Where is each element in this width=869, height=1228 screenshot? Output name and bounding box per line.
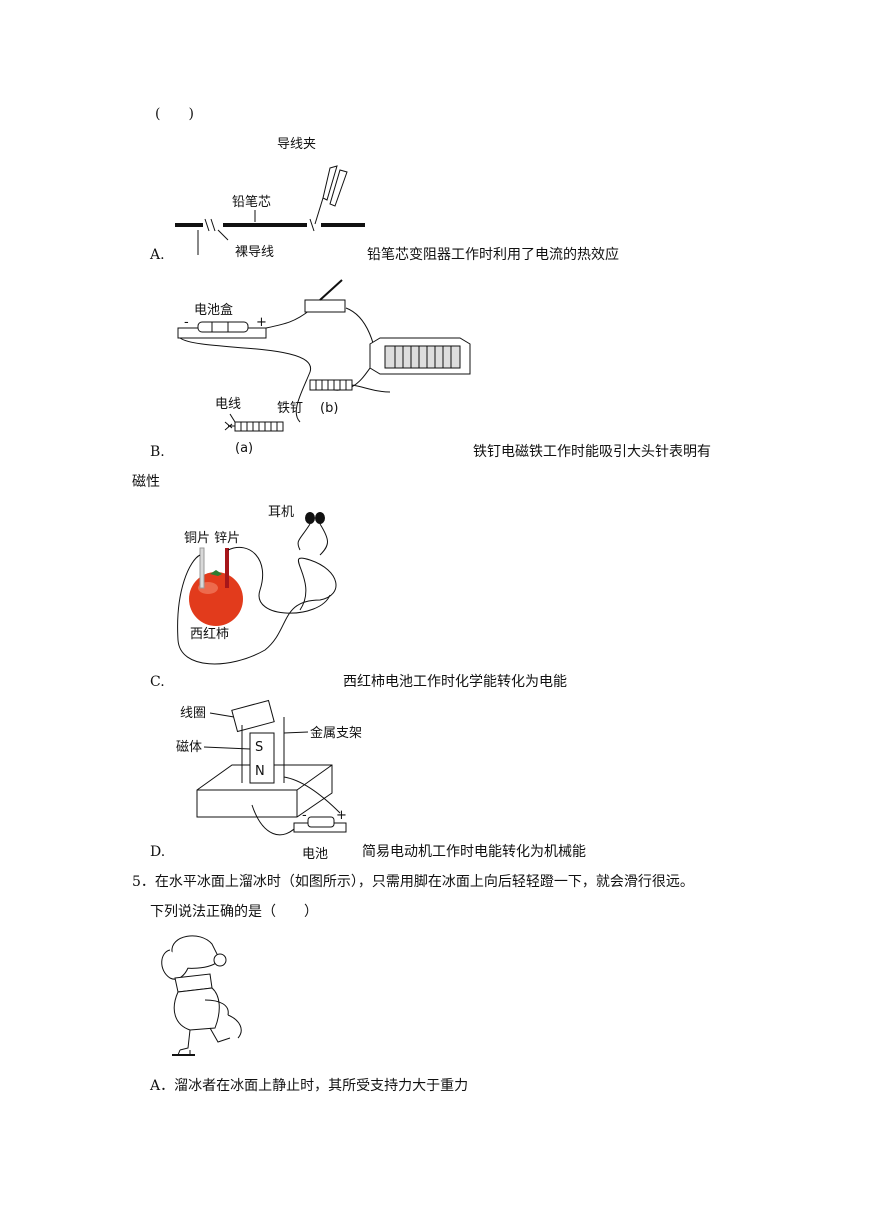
- nail-label: 铁钉: [277, 401, 303, 416]
- q5-stem-line1: 5．在水平冰面上溜冰时（如图所示），只需用脚在冰面上向后轻轻蹬一下，就会滑行很远…: [132, 874, 694, 890]
- option-a-text: 铅笔芯变阻器工作时利用了电流的热效应: [367, 247, 619, 263]
- earphone-label: 耳机: [268, 505, 294, 520]
- electrodes-label: 铜片 锌片: [184, 531, 240, 546]
- ice-skater-figure: [161, 935, 242, 1056]
- a-label: (a): [235, 441, 253, 456]
- n-pole: N: [255, 764, 265, 779]
- option-b-text-cont: 磁性: [132, 474, 160, 490]
- plus-sign: +: [336, 808, 347, 823]
- wire-label: 电线: [215, 397, 241, 412]
- plus-sign: +: [256, 315, 267, 330]
- option-c-text: 西红柿电池工作时化学能转化为电能: [343, 674, 567, 690]
- b-label: (b): [320, 401, 338, 416]
- q5-stem-line2: 下列说法正确的是（ ）: [150, 904, 318, 920]
- question-paren: ( ): [155, 106, 194, 122]
- clip-label: 导线夹: [277, 137, 316, 152]
- option-d-text: 简易电动机工作时电能转化为机械能: [362, 844, 586, 860]
- coil-label: 线圈: [180, 706, 206, 721]
- electromagnet-figure: 电池盒 - + 铁钉 (b) 电线 (a): [177, 279, 471, 456]
- stand-label: 金属支架: [310, 725, 362, 741]
- s-pole: S: [255, 740, 263, 755]
- tomato-label: 西红柿: [190, 626, 229, 642]
- simple-motor-figure: 线圈 金属支架 磁体 S N - + 电池: [176, 699, 362, 862]
- option-b-text: 铁钉电磁铁工作时能吸引大头针表明有: [473, 444, 711, 460]
- battery-label: 电池: [302, 847, 328, 862]
- minus-sign: -: [184, 315, 189, 330]
- option-d-letter: D.: [150, 844, 166, 860]
- magnet-label: 磁体: [176, 740, 202, 755]
- option-a-letter: A.: [150, 247, 165, 263]
- pencil-lead-rheostat-figure: 导线夹 铅笔芯 裸导线: [175, 137, 365, 260]
- q5-option-a: A．溜冰者在冰面上静止时，其所受支持力大于重力: [150, 1078, 469, 1094]
- lead-label: 铅笔芯: [232, 194, 271, 210]
- tomato-battery-figure: 耳机 铜片 锌片 西红柿: [177, 505, 337, 665]
- minus-sign: -: [302, 808, 307, 823]
- option-c-letter: C.: [150, 674, 165, 690]
- battery-box-label: 电池盒: [194, 302, 233, 318]
- bare-wire-label: 裸导线: [235, 245, 274, 260]
- option-b-letter: B.: [150, 444, 165, 460]
